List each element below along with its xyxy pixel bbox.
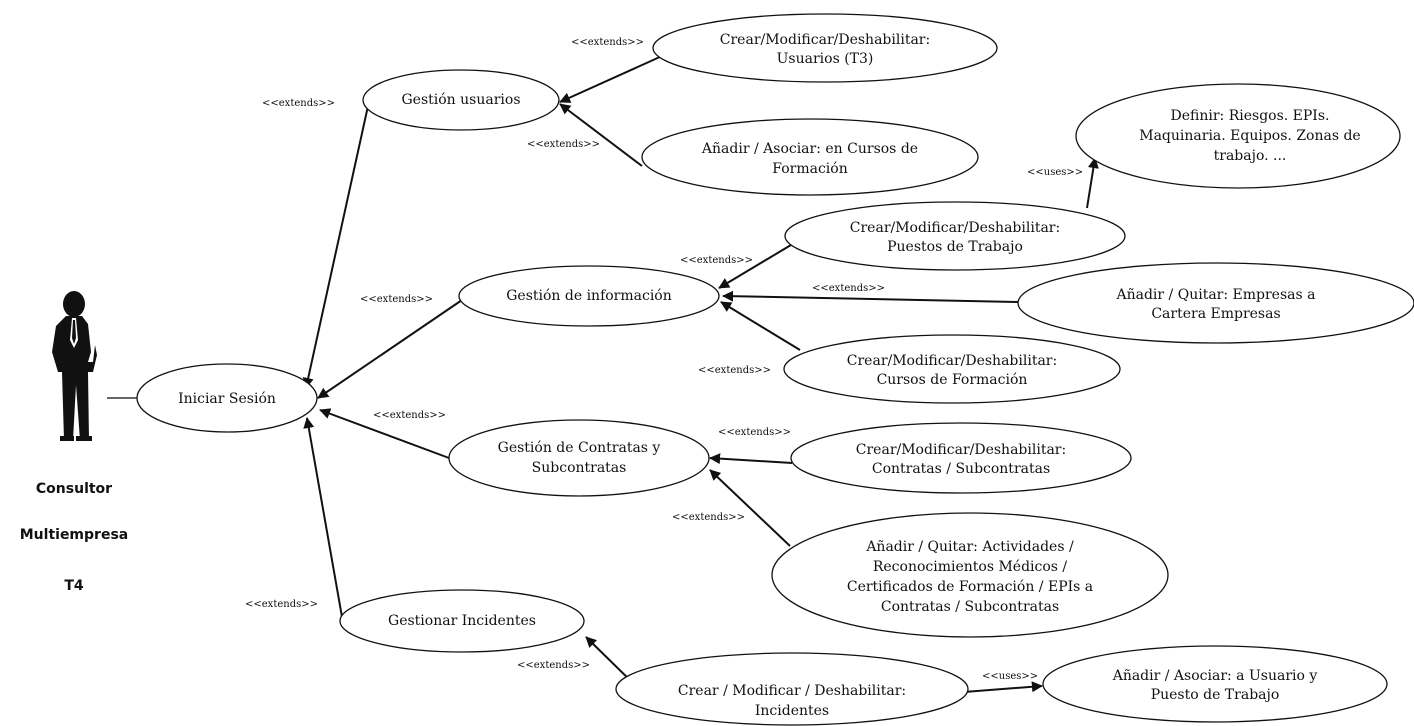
usecase-label: Cartera Empresas	[1151, 306, 1280, 322]
usecase-crear-incidentes[interactable]: Crear / Modificar / Deshabilitar: Incide…	[615, 652, 969, 726]
usecase-label: Añadir / Quitar: Actividades /	[865, 539, 1074, 555]
edge-anadir-cursos-to-gestion	[559, 103, 643, 167]
extends-label: <<extends>>	[360, 294, 433, 305]
edge-gestion-informacion-to-iniciar	[317, 299, 463, 399]
extends-label: <<extends>>	[812, 283, 885, 294]
usecase-gestion-contratas[interactable]: Gestión de Contratas y Subcontratas	[448, 419, 710, 497]
usecase-actividades[interactable]: Añadir / Quitar: Actividades / Reconocim…	[771, 512, 1169, 638]
usecase-puestos-trabajo[interactable]: Crear/Modificar/Deshabilitar: Puestos de…	[784, 201, 1126, 271]
usecase-label: Crear/Modificar/Deshabilitar:	[856, 442, 1066, 458]
usecase-label: Gestión de Contratas y	[498, 440, 661, 456]
usecase-empresas-cartera[interactable]: Añadir / Quitar: Empresas a Cartera Empr…	[1017, 262, 1414, 344]
usecase-label: Reconocimientos Médicos /	[873, 559, 1068, 575]
extends-label: <<extends>>	[672, 512, 745, 523]
usecase-label: Formación	[772, 161, 847, 177]
usecase-gestion-usuarios[interactable]: Gestión usuarios	[362, 69, 560, 131]
edge-gestion-contratas-to-iniciar	[319, 408, 450, 459]
usecase-label: Añadir / Asociar: en Cursos de	[701, 141, 918, 157]
edge-puestos-uses-definir	[1086, 157, 1099, 209]
usecase-label: Crear/Modificar/Deshabilitar:	[850, 220, 1060, 236]
usecase-label: Iniciar Sesión	[178, 391, 276, 407]
usecase-label: Certificados de Formación / EPIs a	[847, 579, 1093, 595]
extends-label: <<extends>>	[527, 139, 600, 150]
usecase-label: Gestión usuarios	[402, 92, 521, 108]
usecase-label: Subcontratas	[532, 460, 627, 476]
usecase-label: Puestos de Trabajo	[887, 239, 1023, 255]
usecase-anadir-usuario-puesto[interactable]: Añadir / Asociar: a Usuario y Puesto de …	[1042, 645, 1388, 723]
usecase-label: Gestión de información	[506, 288, 672, 304]
edge-actividades-to-gestion	[709, 469, 791, 547]
usecase-label: Puesto de Trabajo	[1151, 687, 1280, 703]
usecase-label: Crear/Modificar/Deshabilitar:	[847, 353, 1057, 369]
usecase-crear-contratas[interactable]: Crear/Modificar/Deshabilitar: Contratas …	[790, 422, 1132, 494]
edge-crear-usuarios-to-gestion	[559, 55, 663, 103]
usecase-label: Añadir / Quitar: Empresas a	[1116, 287, 1316, 303]
extends-label: <<extends>>	[262, 98, 335, 109]
extends-label: <<extends>>	[571, 37, 644, 48]
usecase-label: Definir: Riesgos. EPIs.	[1171, 108, 1330, 124]
extends-label: <<extends>>	[245, 599, 318, 610]
actor-name-line-2: Multiempresa	[20, 527, 128, 543]
usecase-label: Incidentes	[755, 703, 829, 719]
edge-cursos-to-gestion-informacion	[720, 301, 801, 351]
actor-businessman-icon	[52, 291, 97, 441]
usecase-gestion-informacion[interactable]: Gestión de información	[458, 265, 720, 327]
uses-label: <<uses>>	[982, 671, 1038, 682]
actor-name-line-1: Consultor	[36, 481, 112, 497]
usecase-iniciar-sesion[interactable]: Iniciar Sesión	[136, 363, 318, 433]
usecase-cursos-formacion[interactable]: Crear/Modificar/Deshabilitar: Cursos de …	[783, 334, 1121, 404]
usecase-gestionar-incidentes[interactable]: Gestionar Incidentes	[339, 589, 585, 653]
extends-label: <<extends>>	[517, 660, 590, 671]
edge-crear-contratas-to-gestion	[709, 453, 793, 465]
usecase-crear-usuarios[interactable]: Crear/Modificar/Deshabilitar: Usuarios (…	[652, 13, 998, 83]
extends-label: <<extends>>	[718, 427, 791, 438]
extends-label: <<extends>>	[698, 365, 771, 376]
usecase-anadir-cursos[interactable]: Añadir / Asociar: en Cursos de Formación	[641, 118, 979, 196]
actor-name-line-3: T4	[64, 578, 84, 594]
usecase-label: Crear / Modificar / Deshabilitar:	[678, 683, 906, 699]
usecase-label: Crear/Modificar/Deshabilitar:	[720, 32, 930, 48]
usecase-label: Cursos de Formación	[877, 372, 1028, 388]
usecase-label: Usuarios (T3)	[777, 51, 874, 67]
edge-gestionar-incidentes-to-iniciar	[303, 417, 343, 618]
usecase-label: Maquinaria. Equipos. Zonas de	[1139, 128, 1360, 144]
usecase-label: Gestionar Incidentes	[388, 613, 536, 629]
edge-puestos-to-gestion-informacion	[718, 241, 797, 289]
usecase-label: trabajo. ...	[1214, 148, 1287, 164]
uses-label: <<uses>>	[1027, 167, 1083, 178]
usecase-label: Contratas / Subcontratas	[872, 461, 1050, 477]
extends-label: <<extends>>	[373, 410, 446, 421]
usecase-label: Contratas / Subcontratas	[881, 599, 1059, 615]
usecase-label: Añadir / Asociar: a Usuario y	[1112, 668, 1318, 684]
edge-empresas-to-gestion-informacion	[722, 290, 1021, 303]
usecase-definir-riesgos[interactable]: Definir: Riesgos. EPIs. Maquinaria. Equi…	[1075, 83, 1401, 189]
edge-gestion-usuarios-to-iniciar	[302, 105, 369, 389]
edge-crear-incidentes-uses-anadir	[963, 681, 1043, 693]
extends-label: <<extends>>	[680, 255, 753, 266]
